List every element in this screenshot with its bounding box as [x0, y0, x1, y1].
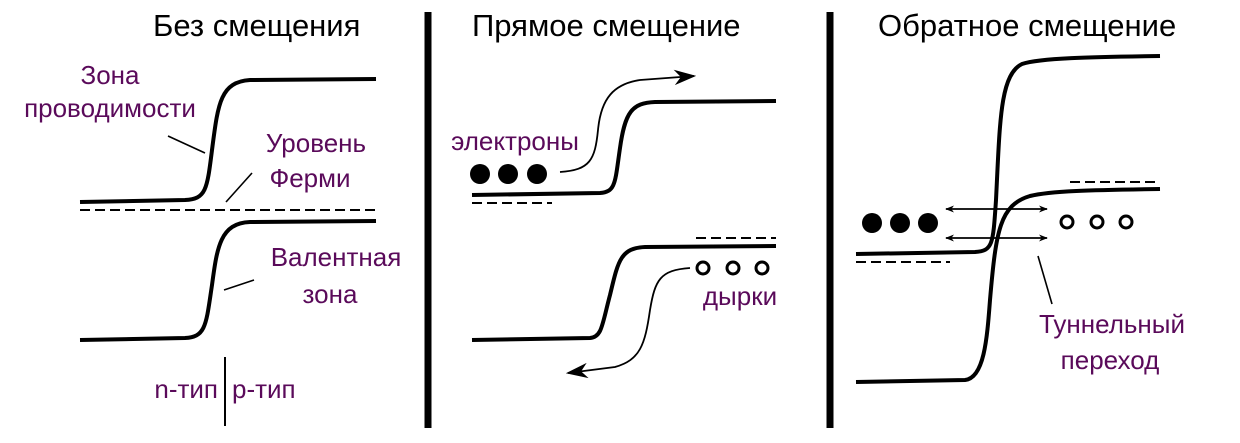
valence-band-label-line2: зона — [303, 279, 358, 309]
fermi-level-label-line2: Ферми — [269, 163, 350, 193]
electron-dot — [862, 213, 882, 233]
conduction-band-label-line2: проводимости — [24, 93, 196, 123]
hole-flow-arrow — [565, 267, 691, 379]
conduction-band-curve — [79, 77, 377, 204]
hole-dot — [1118, 214, 1134, 230]
electron-dot — [527, 164, 547, 184]
valence-band-curve — [79, 219, 377, 342]
electron-dot — [918, 213, 938, 233]
title-no-bias: Без смещения — [153, 8, 360, 43]
hole-dot — [725, 260, 741, 276]
valence-band-curve — [471, 244, 777, 342]
panel-forward-bias: электроны дырки — [451, 69, 777, 379]
tunnel-label-line2: переход — [1061, 345, 1160, 375]
p-type-label: p-тип — [232, 374, 296, 404]
conduction-band-leader — [167, 135, 206, 154]
electron-flow-arrow — [559, 69, 697, 173]
electron-dot — [498, 164, 518, 184]
hole-dot — [1089, 214, 1105, 230]
holes-label: дырки — [703, 281, 777, 311]
n-type-label: n-тип — [154, 374, 218, 404]
hole-dot — [695, 260, 711, 276]
conduction-band-curve — [471, 99, 777, 197]
valence-band-label-line1: Валентная — [271, 242, 402, 272]
tunnel-leader — [1037, 255, 1053, 305]
hole-dot — [754, 260, 770, 276]
electron-dot — [470, 164, 490, 184]
fermi-level-label-line1: Уровень — [266, 128, 366, 158]
valence-band-leader — [223, 279, 255, 291]
fermi-level-leader — [225, 172, 253, 203]
panel-reverse-bias: Туннельный переход — [855, 54, 1185, 384]
tunnel-label-line1: Туннельный — [1039, 309, 1185, 339]
electrons-label: электроны — [451, 126, 579, 156]
electron-dot — [890, 213, 910, 233]
hole-dot — [1059, 214, 1075, 230]
conduction-band-label-line1: Зона — [81, 60, 141, 90]
title-reverse-bias: Обратное смещение — [878, 8, 1176, 43]
panel-no-bias: Зона проводимости Уровень Ферми Валентна… — [24, 60, 401, 426]
valence-band-curve — [855, 187, 1161, 384]
title-forward-bias: Прямое смещение — [472, 8, 741, 43]
